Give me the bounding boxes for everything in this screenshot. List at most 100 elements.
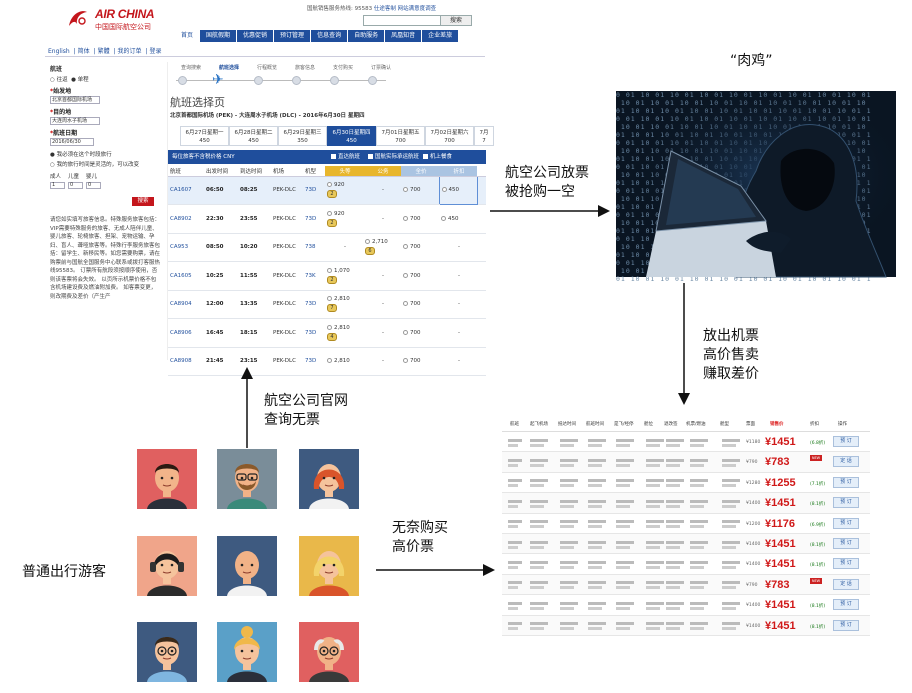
- ticket-row[interactable]: ¥1280¥1255(7.1折)预 订: [502, 473, 870, 494]
- fare-y[interactable]: 700: [401, 176, 439, 205]
- fare-y[interactable]: 700: [401, 233, 439, 262]
- trip-type[interactable]: ○ 往返 ● 单程: [50, 77, 89, 83]
- book-button[interactable]: 预 订: [833, 436, 859, 447]
- fare-radio[interactable]: [403, 244, 408, 250]
- lang-traditional[interactable]: 繁體: [97, 48, 110, 55]
- fare-y[interactable]: 700: [401, 204, 439, 234]
- my-orders-link[interactable]: 我的订单: [117, 48, 142, 55]
- fare-c[interactable]: -: [363, 347, 401, 376]
- book-button[interactable]: 预 订: [833, 558, 859, 570]
- search-flights-button[interactable]: 搜索: [132, 197, 154, 206]
- ticket-row[interactable]: ¥1200¥1176(6.9折)预 订: [502, 514, 870, 534]
- fare-radio[interactable]: [327, 267, 332, 273]
- fare-d[interactable]: 450: [438, 175, 478, 205]
- ticket-row[interactable]: ¥1400¥1451(8.1折)预 订: [502, 554, 870, 575]
- fare-d[interactable]: -: [439, 261, 477, 291]
- nav-item[interactable]: 凤凰知音: [385, 30, 422, 42]
- nav-item[interactable]: 首页: [175, 30, 200, 42]
- fare-radio[interactable]: [327, 324, 332, 330]
- fare-y[interactable]: 700: [401, 347, 439, 376]
- fare-f[interactable]: 2,810: [325, 347, 363, 376]
- fare-radio[interactable]: [403, 215, 408, 221]
- fare-radio[interactable]: [403, 329, 408, 335]
- fare-d[interactable]: -: [439, 347, 477, 376]
- nav-item[interactable]: 企业差旅: [422, 30, 459, 42]
- fare-radio[interactable]: [403, 358, 408, 364]
- nav-item[interactable]: 自助服务: [348, 30, 385, 42]
- origin-field[interactable]: 北京首都国际机场: [50, 96, 100, 104]
- fare-c[interactable]: -: [363, 176, 401, 205]
- lang-simplified[interactable]: 简体: [77, 48, 90, 55]
- ticket-row[interactable]: ¥1400¥1451(8.1折)预 订: [502, 493, 870, 514]
- top-links[interactable]: 仕途客制 网站满意度调查: [373, 6, 437, 12]
- fare-d[interactable]: -: [439, 233, 477, 262]
- book-button[interactable]: 预 订: [833, 476, 859, 488]
- date-field[interactable]: 2016/06/30: [50, 138, 94, 146]
- fare-y[interactable]: 700: [401, 261, 439, 291]
- nav-item[interactable]: 国航假期: [200, 30, 237, 42]
- filter-meal[interactable]: 机上餐食: [423, 150, 452, 164]
- filter-direct[interactable]: 直达航班: [331, 150, 360, 164]
- nav-item[interactable]: 预订管理: [274, 30, 311, 42]
- book-button[interactable]: 预 订: [833, 599, 859, 611]
- fare-radio[interactable]: [327, 210, 332, 216]
- fare-radio[interactable]: [365, 239, 370, 245]
- fare-radio[interactable]: [403, 301, 408, 307]
- fare-radio[interactable]: [327, 182, 332, 188]
- book-button[interactable]: 定 话: [833, 578, 859, 590]
- site-search-button[interactable]: 搜索: [440, 15, 472, 26]
- fare-radio[interactable]: [327, 358, 332, 364]
- fare-c[interactable]: -: [363, 204, 401, 234]
- fare-radio[interactable]: [327, 296, 332, 302]
- ticket-row[interactable]: ¥1400¥1451(8.1折)预 订: [502, 595, 870, 616]
- book-button[interactable]: 预 订: [833, 538, 859, 549]
- fare-y[interactable]: 700: [401, 290, 439, 319]
- dest-field[interactable]: 大连周水子机场: [50, 117, 100, 125]
- fare-c[interactable]: -: [363, 290, 401, 319]
- book-button[interactable]: 预 订: [833, 619, 859, 631]
- fare-y[interactable]: 700: [401, 318, 439, 348]
- nav-item[interactable]: 信息查询: [311, 30, 348, 42]
- book-button[interactable]: 预 订: [833, 497, 859, 509]
- fare-c[interactable]: -: [363, 318, 401, 348]
- fare-radio[interactable]: [403, 272, 408, 278]
- fare-d[interactable]: -: [439, 290, 477, 319]
- book-button[interactable]: 预 订: [833, 517, 859, 529]
- ticket-row[interactable]: ¥1180¥1451(6.8折)预 订: [502, 432, 870, 453]
- fare-f[interactable]: -: [325, 233, 363, 262]
- login-link[interactable]: 登录: [149, 48, 162, 55]
- fare-radio[interactable]: [441, 187, 447, 193]
- lang-english[interactable]: English: [48, 48, 70, 55]
- book-button[interactable]: 定 话: [833, 456, 859, 468]
- time-option-flexible[interactable]: ○ 我的旅行时间是灵活的，可以改变: [50, 162, 140, 168]
- fare-radio[interactable]: [403, 187, 408, 193]
- ticket-row[interactable]: ¥1400¥1451(8.1折)预 订: [502, 615, 870, 636]
- filter-carrier[interactable]: 国航实际承运航班: [368, 150, 419, 164]
- fare-c[interactable]: -: [363, 261, 401, 291]
- nav-item[interactable]: 优惠促销: [237, 30, 274, 42]
- fare-d[interactable]: -: [439, 318, 477, 348]
- fare-d[interactable]: 450: [439, 204, 477, 234]
